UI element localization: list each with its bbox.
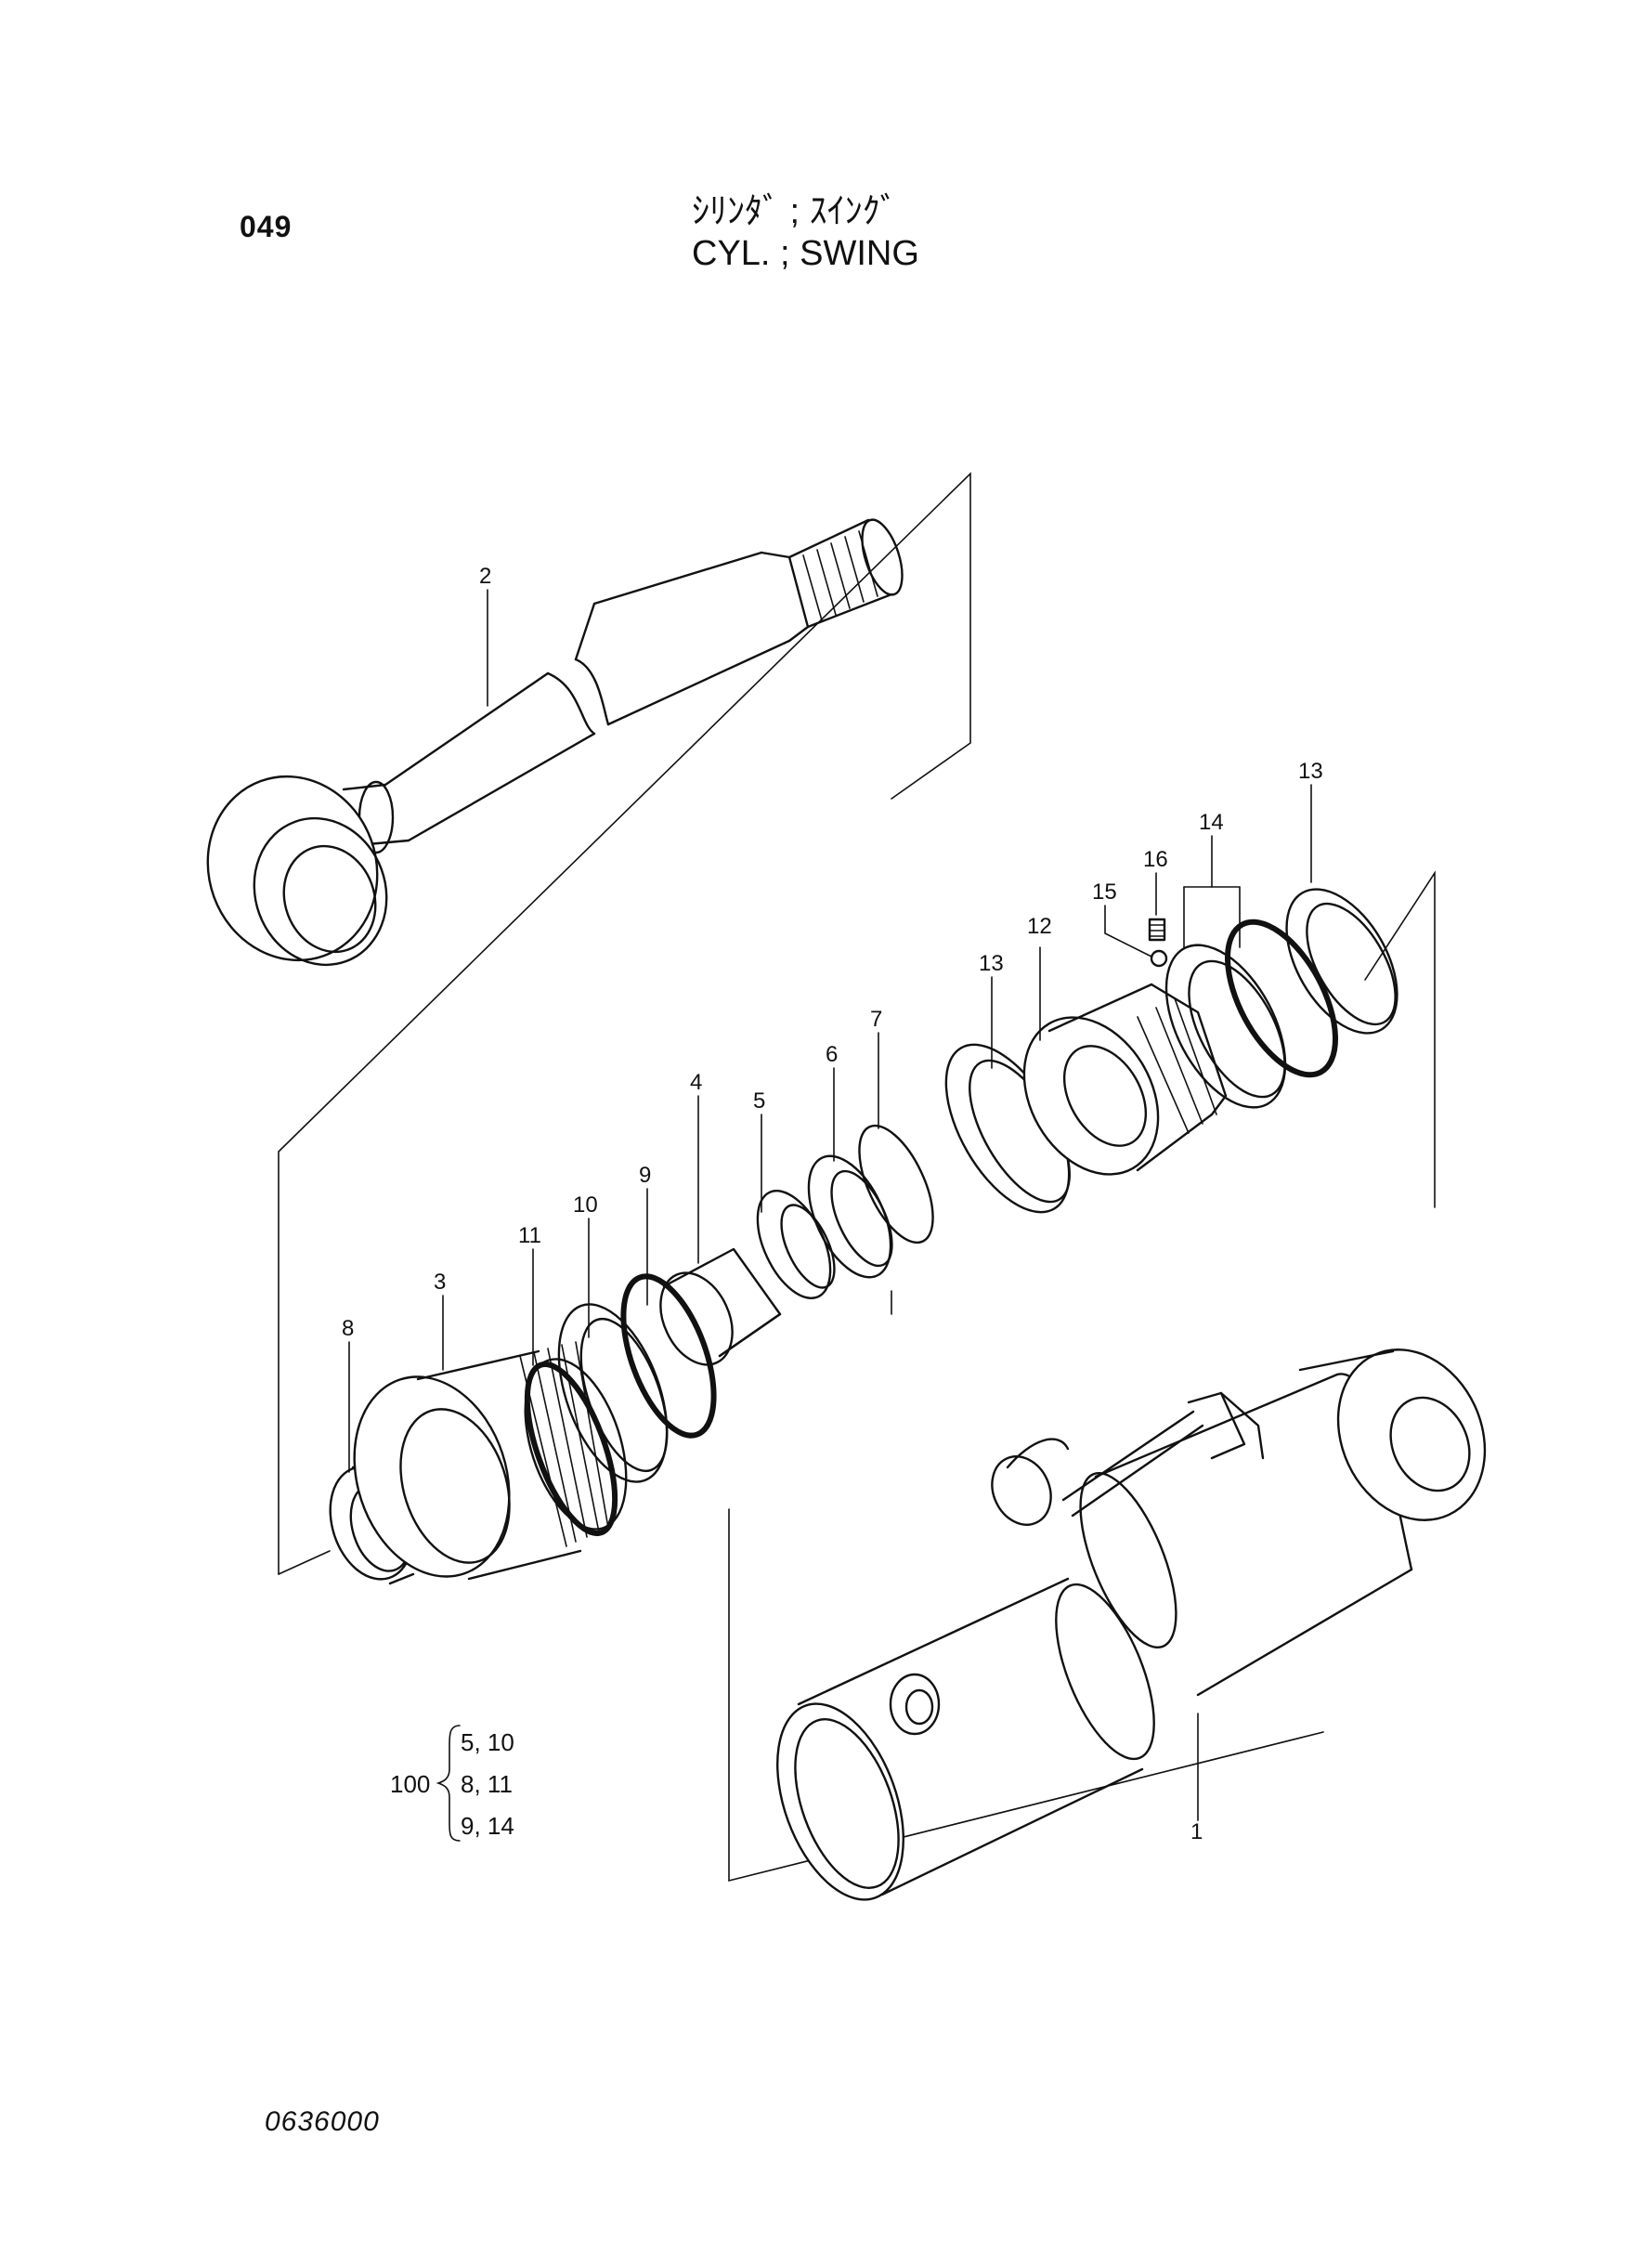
callout-13-right: 13 bbox=[1298, 759, 1323, 784]
callout-8: 8 bbox=[342, 1316, 354, 1341]
piston-part-12 bbox=[1022, 983, 1228, 1176]
callout-7: 7 bbox=[870, 1007, 882, 1032]
callout-4: 4 bbox=[690, 1070, 702, 1095]
callout-3: 3 bbox=[434, 1270, 446, 1295]
callout-12: 12 bbox=[1027, 914, 1052, 939]
diagram-code: 0636000 bbox=[265, 2106, 380, 2137]
callout-6: 6 bbox=[826, 1042, 838, 1067]
callout-9: 9 bbox=[639, 1163, 651, 1188]
callout-13-left: 13 bbox=[979, 951, 1004, 976]
callout-10: 10 bbox=[573, 1192, 598, 1218]
kit-number: 100 bbox=[390, 1770, 430, 1798]
page-number: 049 bbox=[240, 210, 293, 243]
kit-row-1: 5, 10 bbox=[461, 1728, 514, 1756]
kit-row-3: 9, 14 bbox=[461, 1812, 514, 1840]
callout-1: 1 bbox=[1190, 1819, 1203, 1844]
exploded-panel-outline bbox=[278, 472, 1436, 1883]
callout-14: 14 bbox=[1199, 810, 1224, 835]
callout-15: 15 bbox=[1092, 879, 1117, 905]
kit-legend: 100 5, 10 8, 11 9, 14 bbox=[390, 1725, 514, 1842]
piston-rod bbox=[206, 518, 904, 967]
seal-rings bbox=[524, 1273, 717, 1537]
backup-ring-13-right bbox=[1285, 888, 1398, 1035]
seal-set-part-14 bbox=[1164, 919, 1338, 1109]
sleeve-part-4 bbox=[659, 1247, 782, 1366]
title-english: CYL. ; SWING bbox=[692, 234, 919, 273]
ball-and-screw bbox=[1148, 918, 1168, 968]
callout-5: 5 bbox=[753, 1088, 765, 1114]
callout-2: 2 bbox=[479, 564, 491, 589]
rings-5-6-7 bbox=[756, 1124, 934, 1299]
kit-row-2: 8, 11 bbox=[461, 1770, 513, 1798]
rod-head-part-3 bbox=[353, 1341, 628, 1581]
callout-11: 11 bbox=[518, 1223, 541, 1248]
title-japanese: ｼﾘﾝﾀﾞ ; ｽｲﾝｸﾞ bbox=[692, 192, 898, 231]
leader-lines bbox=[348, 589, 1312, 1821]
cylinder-tube-part-1 bbox=[776, 1348, 1487, 1901]
callout-16: 16 bbox=[1143, 847, 1168, 872]
callout-numbers: 1 2 3 4 5 6 7 8 9 10 11 12 13 13 14 15 1… bbox=[342, 564, 1323, 1844]
